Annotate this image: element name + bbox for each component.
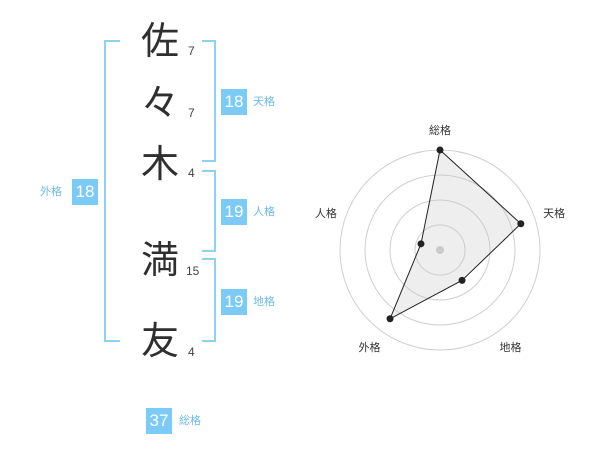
stroke-count-4: 15 [186,264,200,278]
name-char-3: 木 [140,142,179,186]
stroke-count-1: 7 [188,44,195,58]
tenkaku-bracket [202,40,216,162]
soukaku-value: 37 [146,408,172,434]
radar-point-3 [458,276,466,284]
radar-point-5 [417,240,425,248]
stroke-count-3: 4 [188,166,195,180]
radar-point-2 [517,220,525,228]
radar-axis-label-2: 天格 [543,206,565,220]
gaikaku-label: 外格 [40,185,62,198]
radar-axis-label-3: 地格 [500,340,522,354]
radar-ring-3 [364,174,516,326]
jinkaku-bracket [202,170,216,252]
soukaku-label: 総格 [179,414,201,427]
radar-point-4 [386,315,394,323]
radar-center-dot [436,246,444,254]
chikaku-label: 地格 [253,295,275,308]
name-char-5: 友 [140,319,179,363]
radar-axis-label-1: 総格 [429,123,451,137]
chikaku-bracket [202,258,216,342]
gaikaku-value: 18 [72,179,98,205]
tenkaku-value: 18 [221,89,247,115]
chikaku-value: 19 [221,289,247,315]
name-char-2: 々 [140,81,179,125]
radar-ring-1 [414,224,466,276]
jinkaku-value: 19 [221,199,247,225]
radar-ring-2 [389,199,491,301]
radar-axis-label-4: 外格 [358,340,380,354]
name-char-4: 満 [140,238,179,282]
radar-point-1 [436,146,444,154]
jinkaku-label: 人格 [253,205,275,218]
radar-area [389,149,522,320]
stroke-count-5: 4 [188,345,195,359]
radar-axis-label-5: 人格 [315,206,337,220]
name-char-1: 佐 [140,19,179,63]
tenkaku-label: 天格 [253,95,275,108]
stroke-count-2: 7 [188,106,195,120]
outer-bracket [104,40,120,342]
